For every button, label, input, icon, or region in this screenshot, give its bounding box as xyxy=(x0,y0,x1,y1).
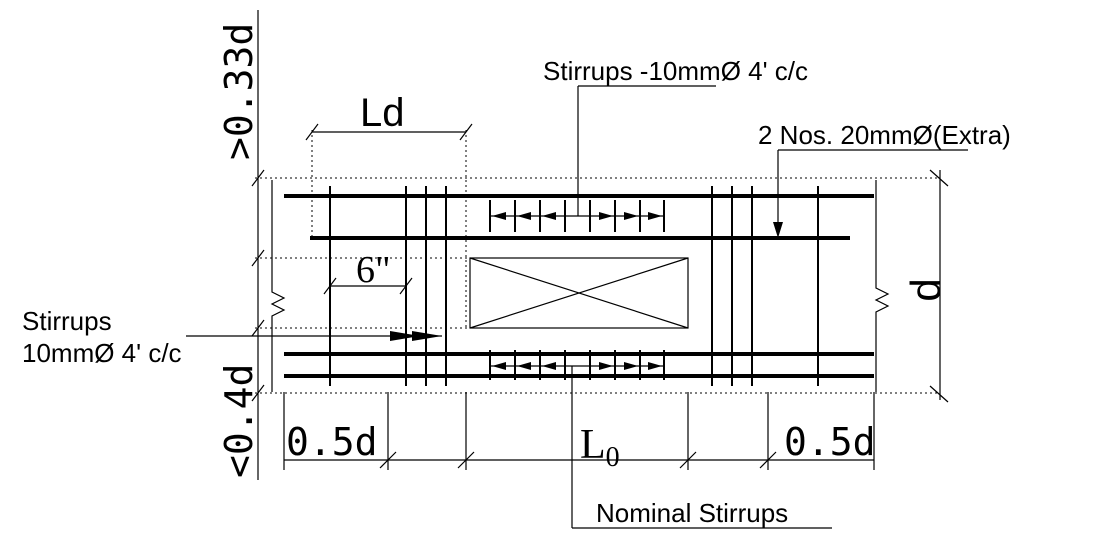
left-stirrups-label-line1: Stirrups xyxy=(22,306,112,336)
construction-lines xyxy=(255,130,940,394)
bottom-vertical-label: <0.4d xyxy=(217,364,261,478)
depth-label: d xyxy=(902,278,949,301)
left-vertical-dimension xyxy=(251,10,265,480)
top-vertical-label: >0.33d xyxy=(217,23,261,160)
six-inch-dimension xyxy=(323,277,413,295)
leader-lines xyxy=(186,85,968,529)
depth-dimension xyxy=(929,169,949,403)
bottom-dimension-chain xyxy=(283,392,875,470)
nominal-stirrups-label: Nominal Stirrups xyxy=(596,498,788,528)
ld-label: Ld xyxy=(360,91,405,135)
ld-dimension xyxy=(305,123,473,141)
longitudinal-bars xyxy=(284,194,874,378)
left-stirrups-label-line2: 10mmØ 4' c/c xyxy=(22,338,182,368)
right-half-d-label: 0.5d xyxy=(784,420,876,464)
extra-bars-label: 2 Nos. 20mmØ(Extra) xyxy=(758,120,1011,150)
l0-main: L xyxy=(580,422,606,468)
l0-label: L0 xyxy=(580,422,620,473)
six-inch-label: 6" xyxy=(356,249,391,291)
l0-subscript: 0 xyxy=(606,442,620,473)
beam-outline xyxy=(270,180,890,392)
top-stirrups-label: Stirrups -10mmØ 4' c/c xyxy=(543,56,808,86)
left-half-d-label: 0.5d xyxy=(286,420,378,464)
top-stirrups-over-opening xyxy=(489,200,665,232)
bottom-stirrups-under-opening xyxy=(489,350,665,380)
opening xyxy=(469,257,689,329)
